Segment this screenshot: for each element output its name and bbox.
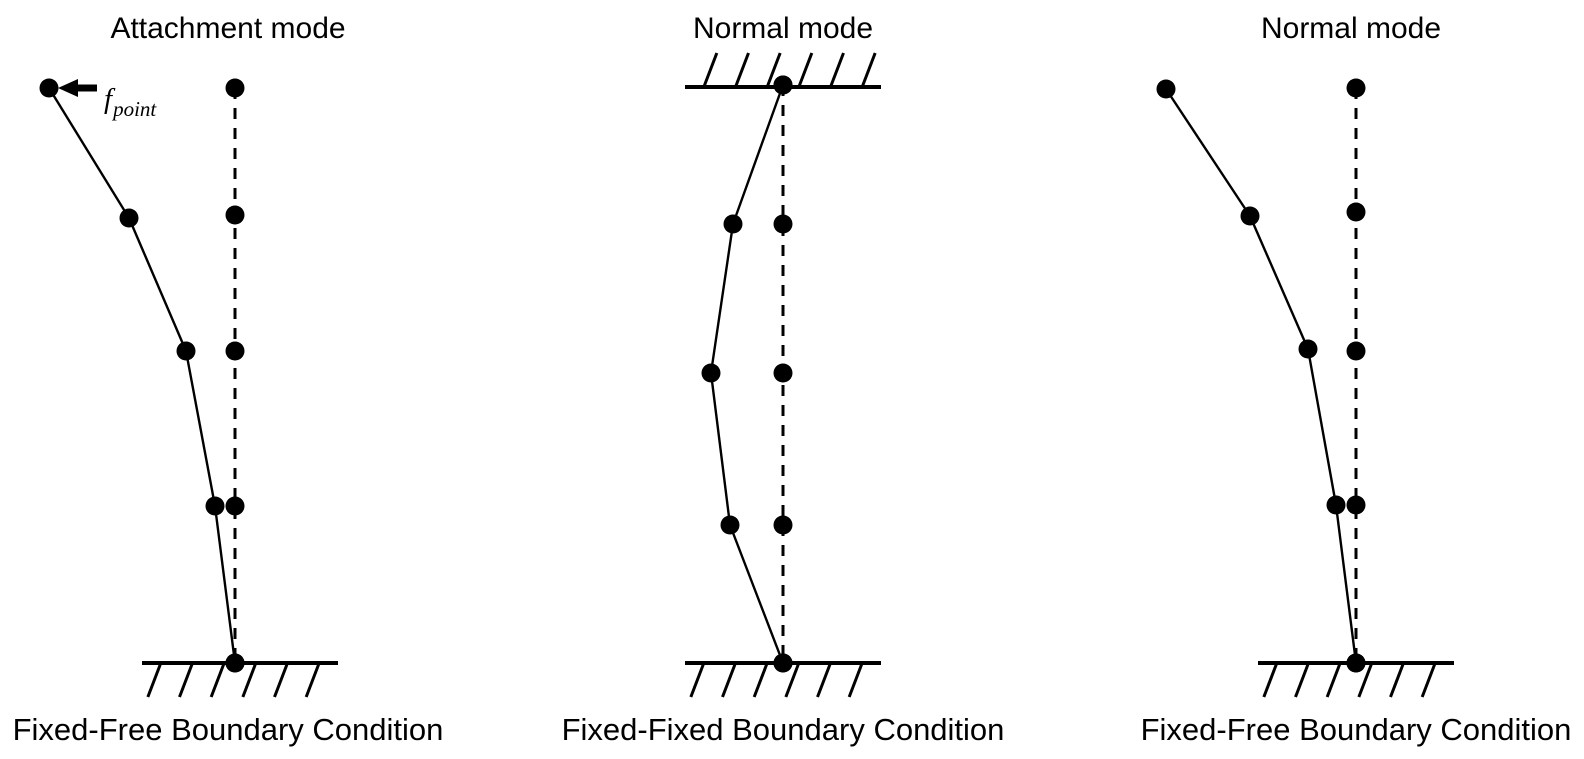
panel-title-0: Attachment mode	[110, 12, 345, 45]
support-hatch-line	[860, 52, 877, 88]
support-hatch-line	[1389, 662, 1405, 698]
deformed-node-0-2	[176, 341, 196, 361]
deformed-node-2-0	[1156, 79, 1176, 99]
support-hatch-line	[146, 662, 163, 698]
reference-node-2-1	[1346, 202, 1366, 222]
support-hatch-line	[178, 662, 194, 698]
support-hatch-line	[702, 52, 719, 88]
panel-caption-1: Fixed-Fixed Boundary Condition	[562, 712, 1005, 747]
support-hatch-line	[797, 52, 814, 88]
support-hatch-line	[689, 662, 706, 698]
support-hatch-line	[1420, 662, 1437, 698]
support-hatch-line	[1262, 662, 1279, 698]
force-arrow-0	[58, 79, 97, 97]
support-hatch-line	[816, 662, 832, 698]
reference-node-0-2	[225, 341, 245, 361]
support-hatch-line	[209, 662, 226, 698]
reference-node-1-2	[773, 363, 793, 383]
support-hatch-line	[721, 662, 737, 698]
support-hatch-line	[304, 662, 321, 698]
deformed-node-2-2	[1298, 339, 1318, 359]
support-hatch-line	[1294, 662, 1310, 698]
panel-title-2: Normal mode	[1261, 12, 1441, 45]
deformed-node-2-4	[1346, 653, 1366, 673]
support-hatch-line	[765, 52, 782, 88]
support-hatch-line	[273, 662, 289, 698]
support-hatch-line	[829, 52, 845, 88]
reference-node-2-0	[1346, 78, 1366, 98]
deformed-node-0-3	[205, 496, 225, 516]
reference-node-0-3	[225, 496, 245, 516]
reference-node-0-0	[225, 78, 245, 98]
reference-node-2-2	[1346, 341, 1366, 361]
force-arrow-head	[58, 79, 78, 97]
deformed-node-0-1	[119, 208, 139, 228]
support-hatch-line	[1325, 662, 1342, 698]
reference-node-1-1	[773, 214, 793, 234]
deformed-node-1-3	[720, 515, 740, 535]
deformed-node-1-4	[773, 653, 793, 673]
deformed-node-0-0	[39, 78, 59, 98]
support-hatch-line	[784, 662, 801, 698]
deformed-node-2-1	[1240, 206, 1260, 226]
support-hatch-line	[241, 662, 258, 698]
mode-shape-curve-1	[709, 83, 785, 665]
panel-caption-0: Fixed-Free Boundary Condition	[13, 712, 444, 747]
reference-node-1-3	[773, 515, 793, 535]
support-hatch-line	[752, 662, 769, 698]
reference-node-2-3	[1346, 495, 1366, 515]
deformed-node-1-2	[701, 363, 721, 383]
deformed-node-2-3	[1326, 495, 1346, 515]
deformed-node-1-1	[723, 214, 743, 234]
support-hatch-line	[734, 52, 750, 88]
support-hatch-line	[847, 662, 864, 698]
force-label-0: fpoint	[104, 83, 157, 121]
mode-shape-curve-0	[47, 86, 237, 665]
panel-title-1: Normal mode	[693, 12, 873, 45]
mode-shape-curve-2	[1164, 87, 1358, 665]
support-hatch-line	[1357, 662, 1374, 698]
reference-node-0-1	[225, 205, 245, 225]
panel-caption-2: Fixed-Free Boundary Condition	[1141, 712, 1572, 747]
deformed-node-1-0	[773, 75, 793, 95]
deformed-node-0-4	[225, 653, 245, 673]
